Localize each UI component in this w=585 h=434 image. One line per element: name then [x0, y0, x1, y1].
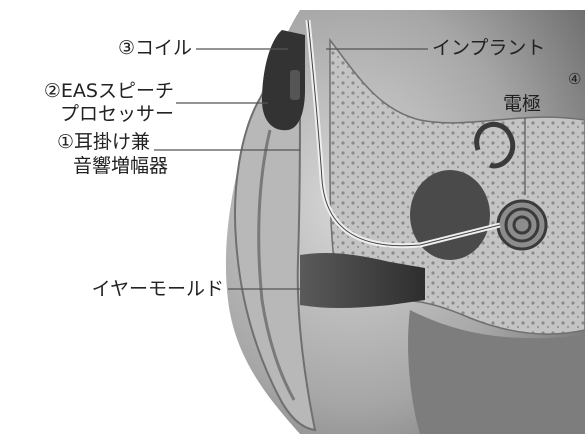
- label-implant-number: ④: [568, 68, 581, 90]
- label-hearing-aid-line2: 音響増幅器: [40, 155, 168, 177]
- label-ear-mold: イヤーモールド: [30, 278, 224, 300]
- label-hearing-aid-line1: ①耳掛け兼: [40, 131, 150, 153]
- label-coil: ③コイル: [60, 37, 192, 59]
- label-processor-line1: ②EASスピーチ: [12, 80, 174, 102]
- label-electrode: 電極: [503, 93, 541, 115]
- label-implant: インプラント: [432, 37, 545, 59]
- processor-detail: [290, 70, 300, 100]
- label-processor-line2: プロセッサー: [12, 103, 174, 125]
- cochlea: [498, 201, 546, 249]
